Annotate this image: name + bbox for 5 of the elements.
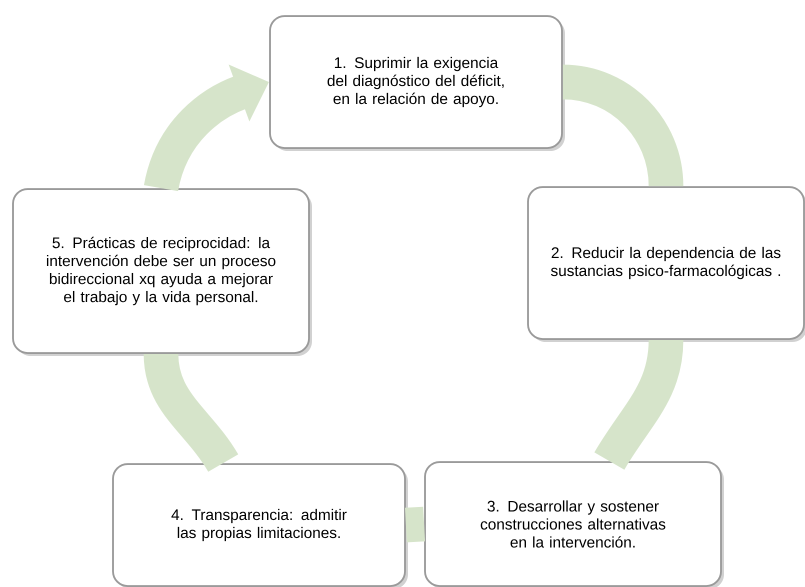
process-box: 3. Desarrollar y sostener construcciones alternativas en la intervención. (424, 461, 724, 587)
process-box: 1. Suprimir la exigencia del diagnóstico del déficit, en la relación de apoyo. (269, 15, 565, 151)
process-box: 2. Reducir la dependencia de las sustancias psico-farmacológicas . (527, 186, 805, 342)
process-box: 4. Transparencia: admitir las propias limitaciones. (112, 463, 408, 587)
process-box: 5. Prácticas de reciprocidad: la intervención debe ser un proceso bidireccional xq ayuda a mejorar el trabajo y la vida personal. (12, 188, 312, 356)
